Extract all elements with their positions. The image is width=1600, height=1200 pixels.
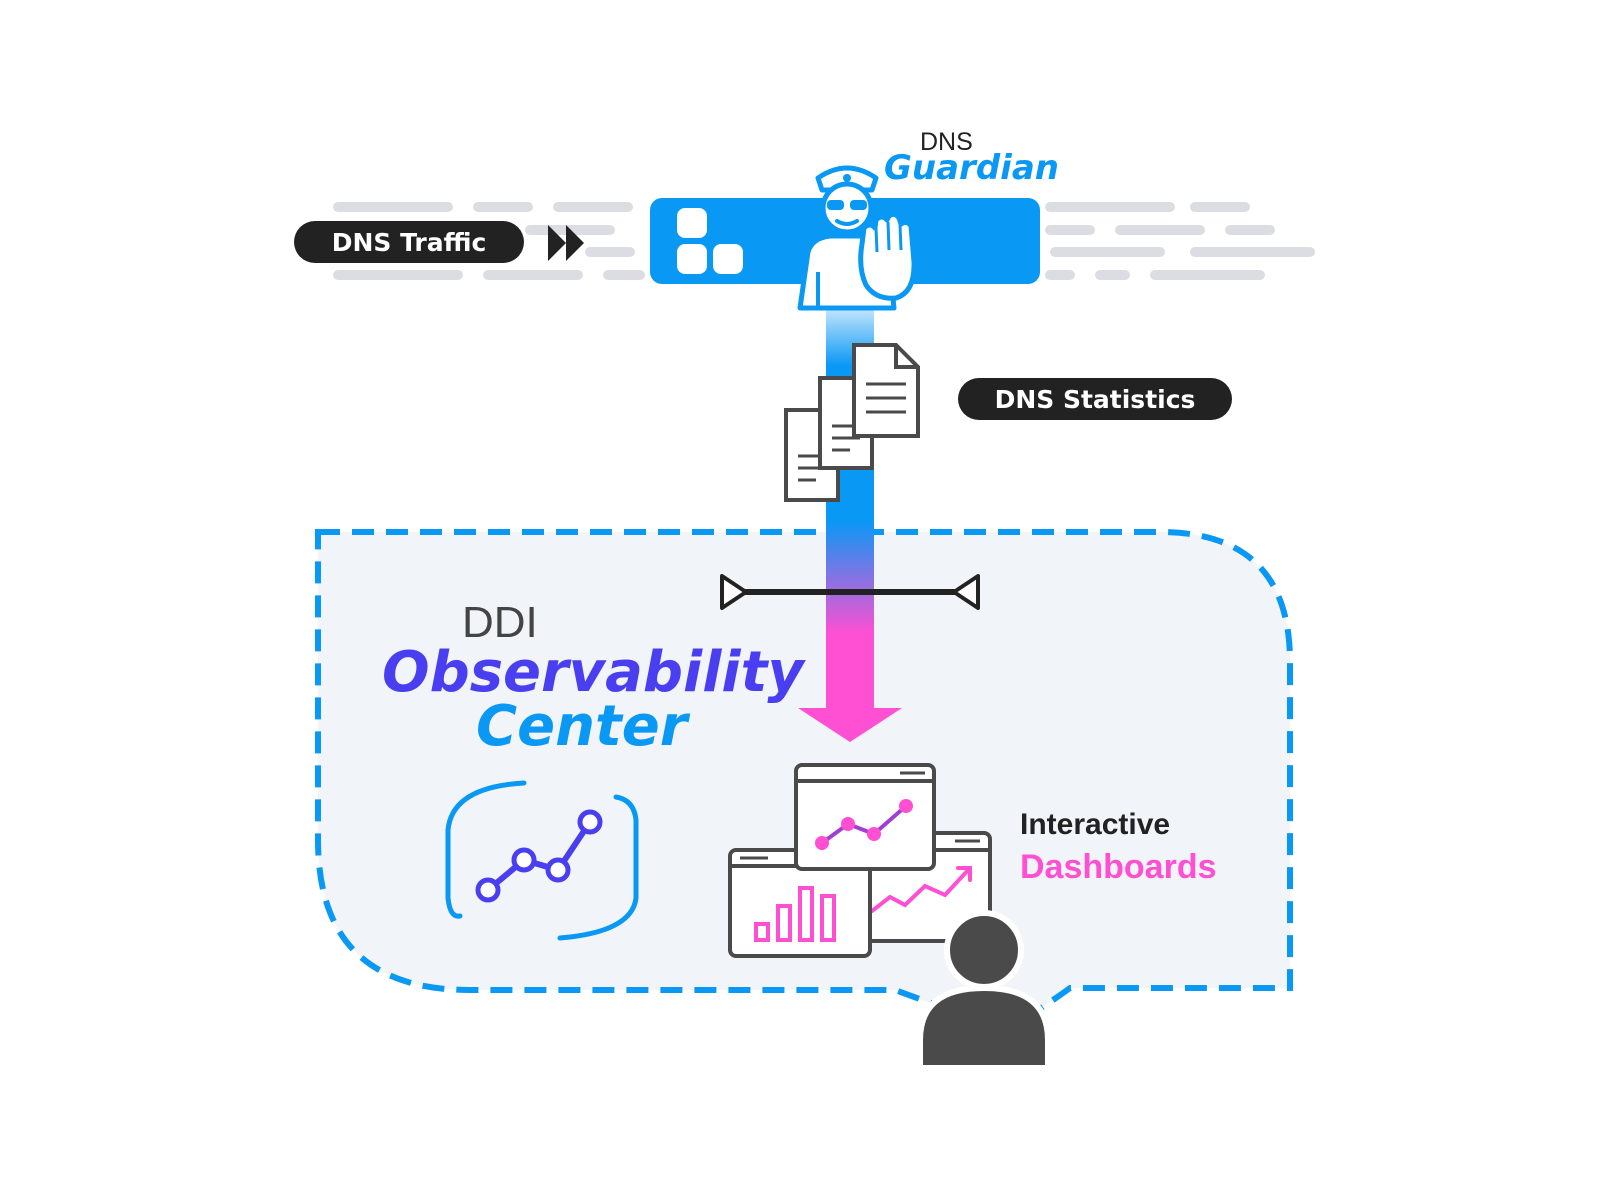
analytics-line-icon [445,780,639,941]
documents-stack-icon [784,343,920,502]
dns-statistics-label: DNS Statistics [958,378,1232,420]
center-title: Center [476,694,688,759]
user-icon [917,910,1051,1071]
police-officer-icon [797,165,917,311]
ddi-title: DDI [462,598,538,647]
blocks-icon [677,208,743,274]
fast-forward-icon [548,225,584,261]
observability-title: Observability [382,640,804,705]
measure-bar-icon [720,574,980,610]
guardian-name: Guardian [884,148,1059,188]
dashboards-label: Dashboards [1020,848,1217,886]
dns-traffic-label: DNS Traffic [294,221,524,263]
interactive-label: Interactive [1020,808,1171,841]
dashboard-windows-icon [728,763,992,958]
guardian-prefix: DNS [920,128,973,156]
traffic-lines-right [1045,202,1315,280]
arrow-down-icon [798,708,902,742]
